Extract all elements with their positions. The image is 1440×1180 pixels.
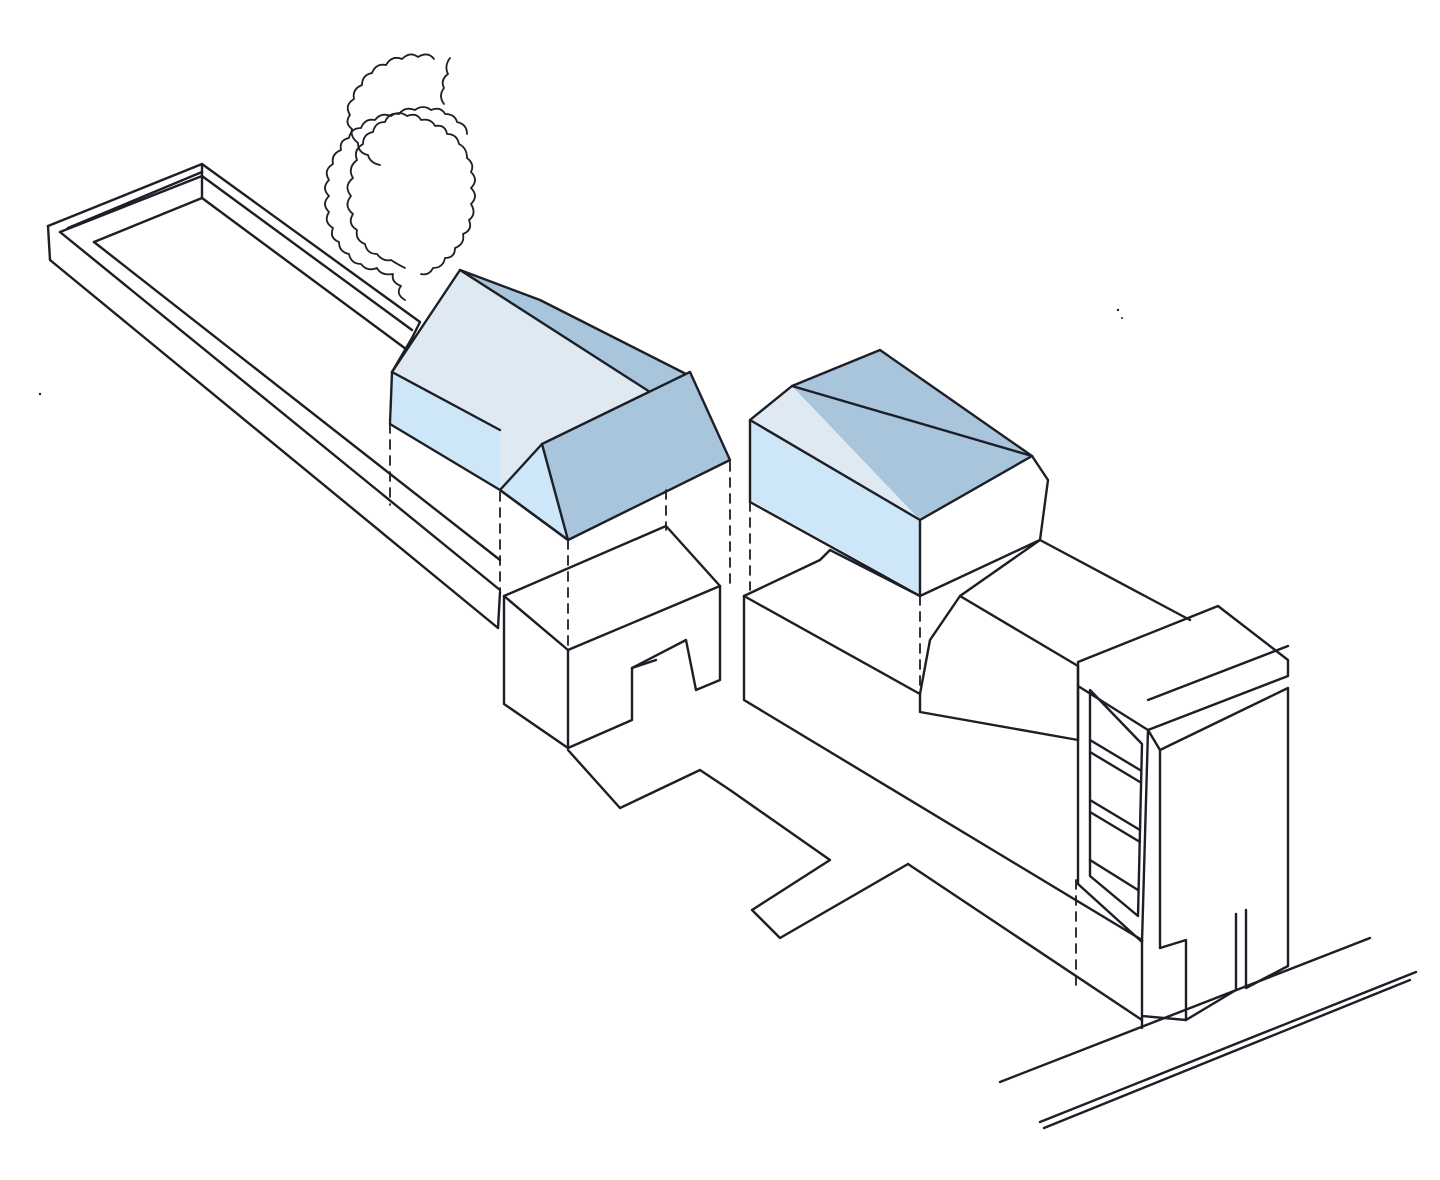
mansard-roof-block xyxy=(748,348,1050,598)
archway-block xyxy=(502,524,910,940)
projection-lines xyxy=(389,423,1143,1021)
tree-front xyxy=(324,57,476,301)
long-garden-wall xyxy=(46,162,502,630)
front-facade-frame xyxy=(1076,604,1290,1022)
ink-specks xyxy=(38,308,1123,396)
tree-back xyxy=(346,53,468,269)
cross-gable-roof xyxy=(498,370,732,542)
gabled-roof-block xyxy=(388,268,692,492)
street-curb-lines xyxy=(998,936,1418,1130)
